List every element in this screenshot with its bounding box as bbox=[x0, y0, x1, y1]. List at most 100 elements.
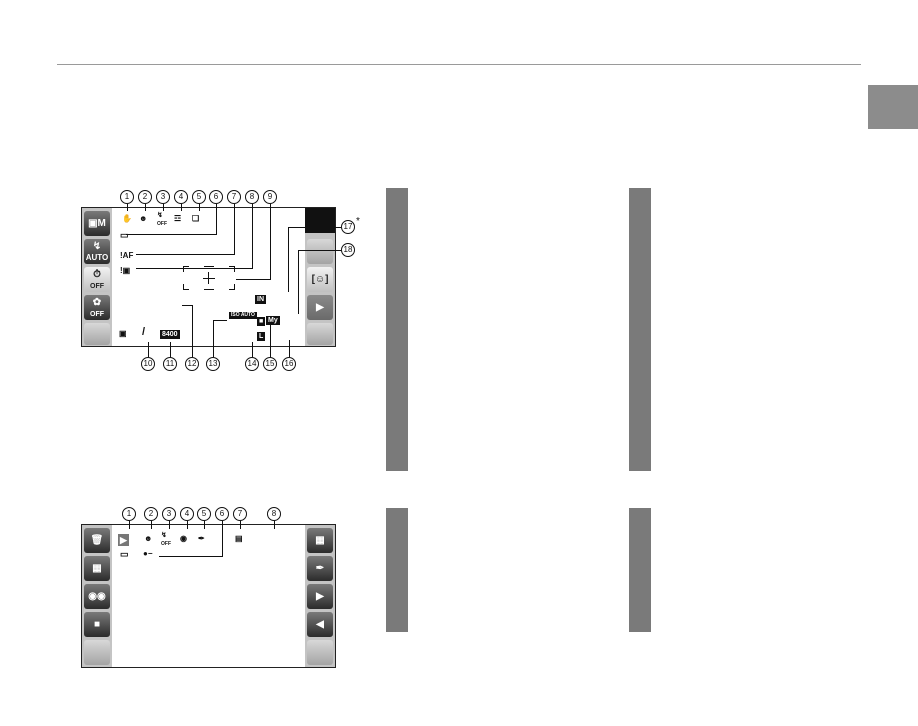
internal-memory-indicator: IN bbox=[255, 295, 266, 304]
face-detection-button[interactable]: [☺] bbox=[307, 267, 333, 292]
callout-p5: 5 bbox=[197, 507, 211, 521]
leader-4 bbox=[181, 204, 182, 211]
binoculars-icon: ◉◉ bbox=[88, 591, 106, 602]
leader-p8 bbox=[274, 521, 275, 529]
multi-frame-icon: ▦ bbox=[92, 563, 102, 574]
callout-p1: 1 bbox=[122, 507, 136, 521]
callout-7: 7 bbox=[227, 190, 241, 204]
self-timer-button[interactable]: ⏱ OFF bbox=[84, 267, 110, 292]
shooting-mode-button[interactable]: ▣M bbox=[84, 211, 110, 236]
exposure-compensation-icon: ▣ bbox=[119, 329, 127, 338]
battery-icon: ▭ bbox=[120, 230, 129, 240]
brush-icon: ✒ bbox=[315, 563, 325, 574]
leader-12h bbox=[182, 305, 192, 306]
grid-button[interactable]: ▦ bbox=[307, 528, 333, 553]
leader-8h bbox=[136, 268, 253, 269]
flash-mode-button[interactable]: ↯AUTO bbox=[84, 239, 110, 264]
frame-count: 8400 bbox=[160, 330, 180, 339]
flash-off-text-2: OFF bbox=[161, 541, 171, 547]
shooting-screen: ▣M ↯AUTO ⏱OFF ✿OFF [☺] ▶ ✋ ☻ ↯OFF ☲ ❏ ▭ … bbox=[81, 207, 336, 347]
leader-1 bbox=[127, 204, 128, 211]
header-rule bbox=[57, 64, 861, 65]
blank-button-right-2[interactable] bbox=[307, 640, 333, 665]
callout-1: 1 bbox=[120, 190, 134, 204]
leader-15 bbox=[270, 322, 271, 357]
retouch-icon: ✒ bbox=[198, 534, 205, 543]
playback-icon: ▶ bbox=[316, 302, 324, 313]
blank-button-left-2[interactable] bbox=[84, 640, 110, 665]
callout-14: 14 bbox=[245, 357, 259, 371]
aperture-slash: / bbox=[142, 326, 146, 338]
leader-17h bbox=[288, 227, 341, 228]
leader-18h bbox=[298, 250, 341, 251]
self-timer-label: OFF bbox=[90, 283, 104, 290]
continuous-icon: ❏ bbox=[192, 214, 200, 223]
leader-14 bbox=[252, 342, 253, 357]
callout-p4: 4 bbox=[180, 507, 194, 521]
leader-p7 bbox=[240, 521, 241, 529]
leader-7h bbox=[136, 254, 235, 255]
leader-p2 bbox=[151, 521, 152, 529]
my-folder-indicator: My bbox=[266, 316, 280, 325]
focus-frame bbox=[183, 266, 235, 290]
callout-p7: 7 bbox=[233, 507, 247, 521]
flash-label: AUTO bbox=[85, 253, 109, 262]
multi-frame-button[interactable]: ▦ bbox=[84, 556, 110, 581]
next-arrow-icon: ▶ bbox=[316, 591, 324, 602]
folder-button[interactable]: ■ bbox=[84, 612, 110, 637]
leader-2 bbox=[145, 204, 146, 211]
leader-17 bbox=[288, 227, 289, 292]
callout-6: 6 bbox=[209, 190, 223, 204]
left-button-column-2: 🗑 ▦ ◉◉ ■ bbox=[82, 525, 112, 667]
playback-button[interactable]: ▶ bbox=[307, 295, 333, 320]
next-button[interactable]: ▶ bbox=[307, 584, 333, 609]
leader-9h bbox=[236, 279, 271, 280]
callout-4: 4 bbox=[174, 190, 188, 204]
leader-p6h bbox=[159, 556, 223, 557]
camera-shake-icon: ✋ bbox=[122, 214, 132, 223]
flash-off-text: OFF bbox=[157, 221, 167, 227]
callout-p3: 3 bbox=[162, 507, 176, 521]
white-balance-icon: ☲ bbox=[174, 214, 182, 223]
prev-arrow-icon: ◀ bbox=[316, 619, 324, 630]
text-column-bar-3 bbox=[386, 508, 408, 632]
leader-16 bbox=[289, 340, 290, 357]
callout-2: 2 bbox=[138, 190, 152, 204]
leader-9 bbox=[270, 204, 271, 279]
leader-p1 bbox=[129, 521, 130, 529]
delete-button[interactable]: 🗑 bbox=[84, 528, 110, 553]
prev-button[interactable]: ◀ bbox=[307, 612, 333, 637]
iso-chip: ■ bbox=[257, 317, 266, 326]
protect-key-icon: ●− bbox=[143, 549, 153, 558]
blank-button-right-bottom[interactable] bbox=[307, 323, 333, 345]
leader-10 bbox=[148, 342, 149, 357]
folder-icon: ■ bbox=[93, 619, 101, 630]
callout-18: 18 bbox=[341, 243, 355, 257]
callout-16: 16 bbox=[282, 357, 296, 371]
left-button-column: ▣M ↯AUTO ⏱ OFF ✿OFF bbox=[82, 208, 112, 346]
red-eye-icon: ◉ bbox=[180, 534, 187, 543]
macro-flower-icon: ✿ bbox=[92, 297, 102, 308]
callout-11: 11 bbox=[163, 357, 177, 371]
callout-p2: 2 bbox=[144, 507, 158, 521]
iso-indicator: ISO AUTO bbox=[229, 312, 257, 319]
battery-icon-2: ▭ bbox=[120, 549, 129, 559]
callout-12: 12 bbox=[185, 357, 199, 371]
face-detection-icon: [☺] bbox=[311, 274, 329, 285]
leader-p5 bbox=[204, 521, 205, 529]
callout-8: 8 bbox=[245, 190, 259, 204]
callout-10: 10 bbox=[141, 357, 155, 371]
search-button[interactable]: ◉◉ bbox=[84, 584, 110, 609]
edit-button[interactable]: ✒ bbox=[307, 556, 333, 581]
self-timer-icon: ⏱ bbox=[93, 269, 101, 280]
text-column-bar-1 bbox=[386, 188, 408, 471]
playback-screen: 🗑 ▦ ◉◉ ■ ▦ ✒ ▶ ◀ ▶ ☻ ↯OFF ◉ ✒ ▤ ▭ ●− bbox=[81, 524, 336, 668]
blank-button-right-top[interactable] bbox=[307, 239, 333, 264]
leader-p3 bbox=[169, 521, 170, 529]
section-tab bbox=[868, 85, 918, 129]
blank-button-left[interactable] bbox=[84, 323, 110, 345]
callout-9: 9 bbox=[263, 190, 277, 204]
macro-button[interactable]: ✿OFF bbox=[84, 295, 110, 320]
flash-off-indicator: ↯OFF bbox=[157, 212, 167, 227]
leader-13 bbox=[213, 320, 214, 357]
